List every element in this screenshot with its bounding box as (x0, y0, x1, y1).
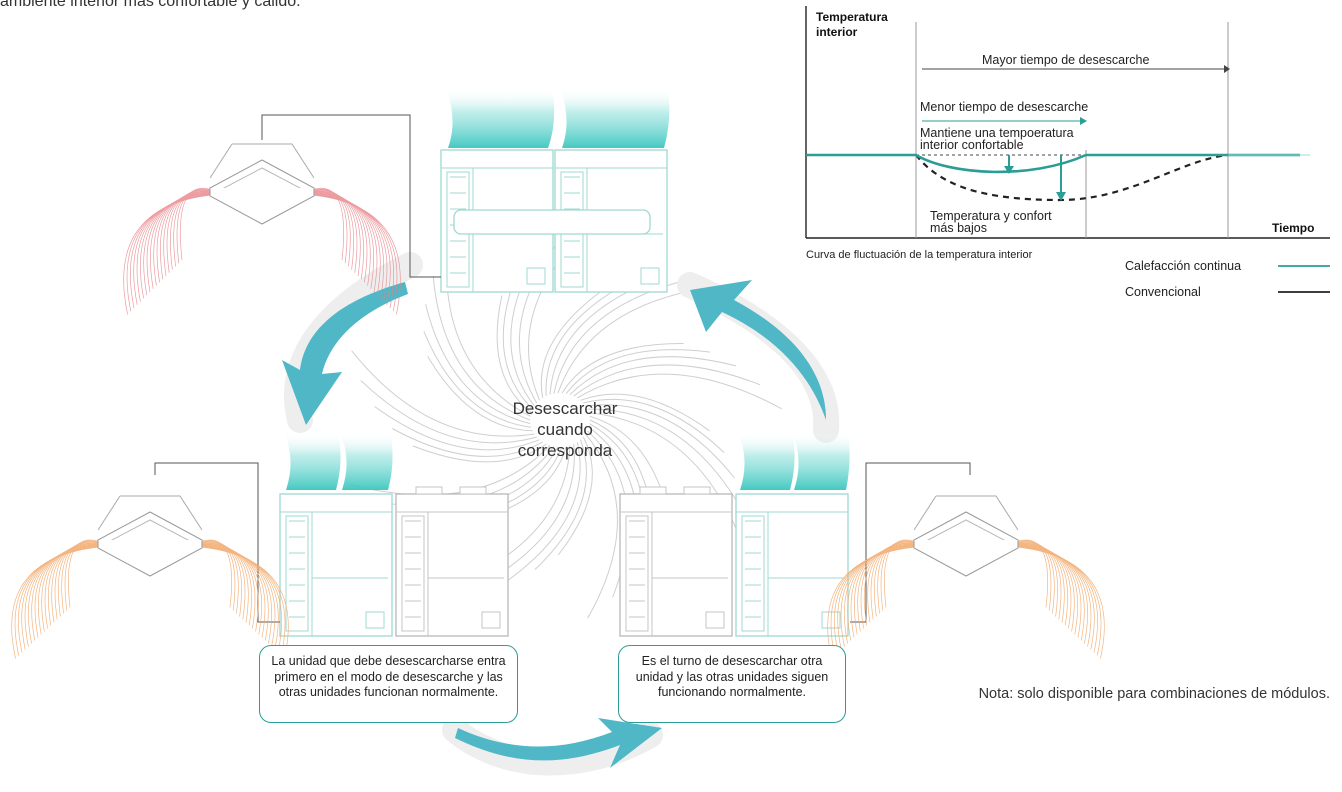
chart-ylabel-line1: Temperatura (816, 10, 888, 24)
cassette-top-left (123, 143, 401, 315)
swirl-stroke (412, 443, 547, 463)
warm-airflow-stroke (11, 545, 111, 659)
bottom-right-module-group (619, 432, 971, 637)
swirl-stroke (496, 295, 532, 414)
chart-caption: Curva de fluctuación de la temperatura i… (806, 249, 1033, 261)
warm-airflow-stroke (1005, 545, 1105, 659)
center-label-line-1: Desescarchar (512, 399, 618, 418)
center-label: Desescarchar cuando corresponda (480, 398, 650, 461)
warm-airflow-stroke (301, 193, 374, 289)
warm-airflow-stroke (827, 545, 927, 659)
warm-airflow-stroke (44, 544, 111, 629)
comfort-drop-arrow (1004, 166, 1014, 174)
warm-airflow-stroke (1005, 545, 1082, 638)
cycle-arrow-left (282, 282, 408, 425)
temperature-chart: Temperatura interior Tiempo Mayor tiempo… (805, 6, 1330, 299)
chart-ylabel-line2: interior (816, 25, 858, 39)
swirl-stroke (427, 356, 533, 432)
warm-airflow-stroke (123, 193, 223, 315)
footnote: Nota: solo disponible para combinaciones… (978, 686, 1330, 702)
warm-airflow-stroke (850, 545, 927, 638)
warm-airflow-stroke (189, 545, 262, 635)
legend-continuous-label: Calefacción continua (1125, 259, 1241, 273)
cassette-bottom-right (827, 495, 1105, 659)
swirl-stroke (585, 404, 735, 479)
warm-airflow-stroke (150, 193, 223, 289)
center-label-line-3: corresponda (517, 441, 613, 460)
warm-airflow-stroke (854, 545, 927, 635)
warm-airflow-stroke (189, 544, 256, 629)
conventional-drop-arrow (1056, 192, 1066, 201)
lower-comfort-label-1: Temperatura y confort (930, 209, 1052, 223)
warm-airflow-stroke (860, 544, 927, 629)
center-label-line-2: cuando (537, 420, 593, 439)
lower-comfort-label-2: más bajos (930, 221, 987, 235)
keeps-comfort-label-1: Mantiene una tempoeratura (920, 126, 1074, 140)
chart-xlabel: Tiempo (1272, 221, 1314, 235)
swirl-stroke (507, 441, 581, 582)
long-defrost-label: Mayor tiempo de desescarche (982, 53, 1149, 67)
series-continuous (806, 153, 1300, 174)
warm-airflow-stroke (34, 545, 111, 638)
warm-airflow-stroke (38, 545, 111, 635)
intro-text: ambiente interior más confortable y cáli… (0, 0, 301, 10)
short-defrost-label: Menor tiempo de desescarche (920, 100, 1088, 114)
swirl-stroke (569, 356, 737, 395)
swirl-stroke (557, 436, 593, 556)
warm-airflow-stroke (1005, 544, 1072, 629)
step-right-note: Es el turno de desescarchar otra unidad … (618, 645, 846, 723)
swirl-stroke (425, 304, 531, 425)
swirl-stroke (585, 433, 618, 619)
cassette-bottom-left (11, 495, 289, 659)
legend-conventional-label: Convencional (1125, 285, 1201, 299)
cycle-arrow-bottom (455, 718, 662, 768)
step-left-note: La unidad que debe desescarcharse entra … (259, 645, 518, 723)
swirl-stroke (351, 350, 535, 437)
swirl-stroke (580, 393, 710, 432)
swirl-stroke (360, 380, 537, 444)
warm-airflow-stroke (189, 545, 266, 638)
swirl-stroke (502, 273, 533, 410)
warm-airflow-stroke (1005, 545, 1078, 635)
bottom-left-module-group (154, 432, 509, 637)
swirl-stroke (561, 342, 684, 394)
swirl-stroke (577, 373, 782, 410)
warm-airflow-stroke (301, 193, 401, 315)
swirl-stroke (545, 281, 630, 397)
swirl-stroke (587, 408, 741, 507)
swirl-stroke (534, 439, 587, 570)
swirl-stroke (573, 364, 761, 397)
swirl-stroke (565, 349, 711, 394)
top-module-group (261, 88, 670, 293)
warm-airflow-stroke (146, 193, 223, 293)
warm-airflow-stroke (189, 545, 289, 659)
swirl-stroke (423, 331, 532, 428)
swirl-stroke (392, 428, 543, 457)
swirl-stroke (432, 276, 531, 421)
swirl-stroke (540, 290, 603, 398)
swirl-stroke (583, 398, 725, 453)
swirl-stroke (374, 406, 540, 451)
cycle-arrow-right (690, 280, 826, 420)
keeps-comfort-label-2: interior confortable (920, 138, 1024, 152)
series-conventional (915, 153, 1229, 202)
